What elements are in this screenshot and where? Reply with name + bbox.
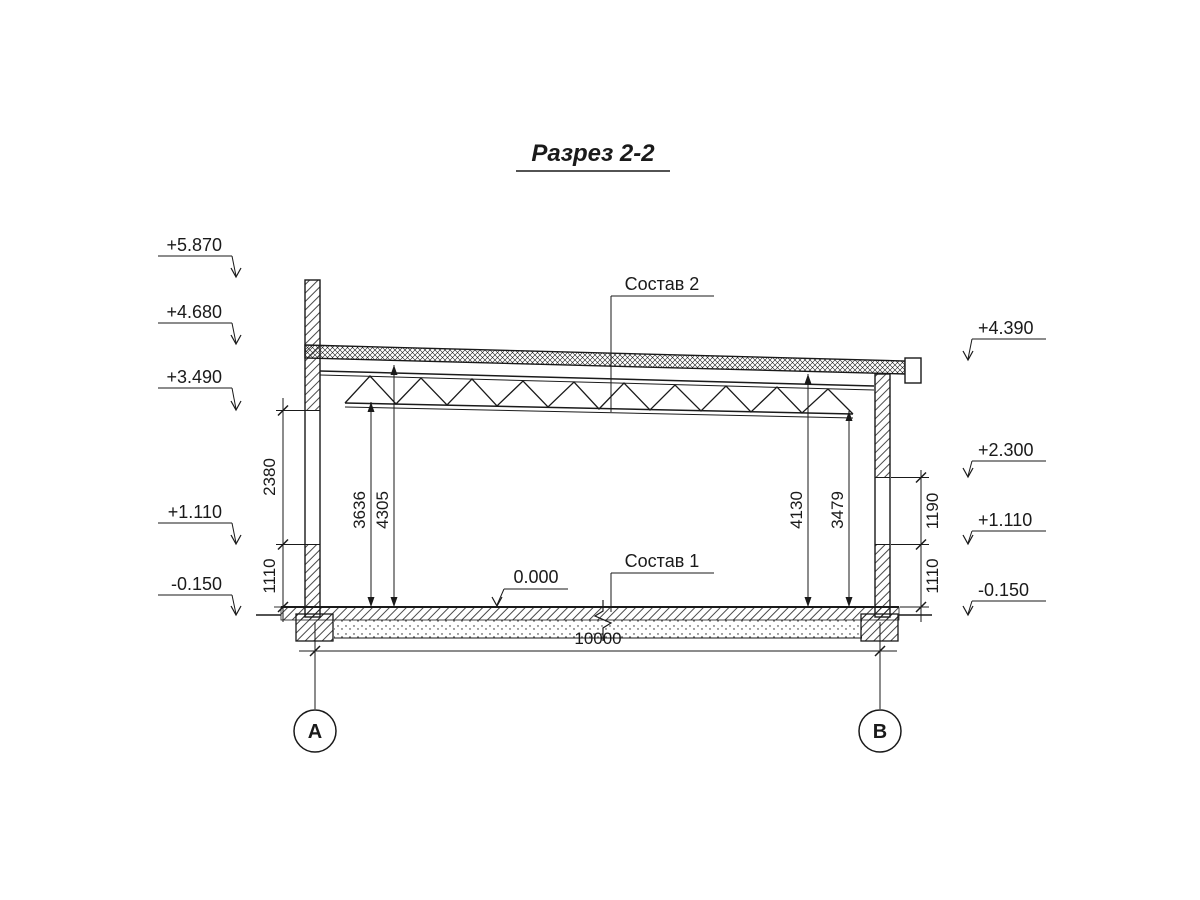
floor-screed-band [280, 606, 900, 621]
span-value: 10000 [574, 629, 621, 648]
axis-marker-right: В [858, 709, 902, 753]
elevation-mark-left-3: +1.110 [158, 502, 242, 546]
dimension-value: 2380 [260, 458, 279, 496]
right-wall [874, 373, 891, 618]
dimension-chain-right: 1190 1110 [891, 470, 942, 622]
elevation-mark-left-1: +4.680 [158, 302, 242, 346]
level-arrow-icon [230, 400, 242, 412]
elevation-mark-right-0: +4.390 [962, 318, 1046, 362]
level-arrow-icon [230, 534, 242, 546]
dimension-interior-4130: 4130 [787, 374, 812, 607]
level-arrow-icon [962, 350, 974, 362]
elevation-value: +3.490 [166, 367, 222, 387]
zero-level-value: 0.000 [513, 567, 558, 587]
elevation-value: +4.390 [978, 318, 1034, 338]
dim-tick [915, 538, 927, 551]
zero-level-mark: 0.000 [491, 567, 568, 608]
elevation-mark-left-0: +5.870 [158, 235, 242, 279]
level-arrow-icon [962, 605, 974, 617]
dimension-value: 1110 [260, 558, 279, 593]
level-arrow-icon [230, 334, 242, 346]
roof-composition-label: Состав 2 [625, 274, 700, 294]
dimension-interior-4305: 4305 [373, 365, 398, 607]
axis-marker-left: А [293, 709, 337, 753]
left-wall [304, 279, 321, 618]
elevation-value: -0.150 [171, 574, 222, 594]
dimension-value: 4130 [787, 491, 806, 529]
dimension-value: 1190 [923, 493, 942, 530]
break-mark [593, 600, 613, 641]
roof-truss [319, 370, 875, 419]
truss-top-chord [319, 370, 875, 387]
roof-assembly [304, 344, 922, 384]
roof-edge-fascia [904, 357, 922, 384]
dim-tick [277, 538, 289, 551]
sand-bed [334, 620, 862, 638]
drawing-header: Разрез 2-2 [516, 140, 670, 172]
elevation-value: +1.110 [168, 502, 222, 522]
label-roof-composition: Состав 2 [610, 274, 714, 412]
label-floor-composition: Состав 1 [610, 551, 714, 612]
elevation-mark-right-2: +1.110 [962, 510, 1046, 546]
dimension-interior-3636: 3636 [350, 402, 375, 607]
elevation-value: +1.110 [978, 510, 1032, 530]
page-title: Разрез 2-2 [531, 140, 655, 167]
elevation-value: +2.300 [978, 440, 1034, 460]
level-arrow-icon [491, 596, 503, 608]
dim-tick [277, 601, 289, 613]
axis-letter: А [308, 721, 322, 743]
axis-circle [293, 709, 337, 753]
dimension-value: 3636 [350, 491, 369, 529]
axis-letter: В [873, 721, 887, 743]
axis-circle [858, 709, 902, 753]
dimension-value: 1110 [923, 558, 942, 593]
elevation-mark-right-3: -0.150 [962, 580, 1046, 617]
dimension-span: 10000 [299, 622, 897, 709]
dimension-interior-3479: 3479 [828, 411, 853, 607]
level-arrow-icon [230, 267, 242, 279]
elevation-value: +4.680 [166, 302, 222, 322]
dimension-chain-left: 2380 1110 [260, 398, 306, 622]
dim-tick [915, 601, 927, 613]
elevation-mark-left-4: -0.150 [158, 574, 242, 617]
dimension-value: 3479 [828, 491, 847, 529]
level-arrow-icon [230, 605, 242, 617]
dimension-value: 4305 [373, 491, 392, 529]
floor-slab [256, 600, 932, 642]
dim-tick [915, 471, 927, 484]
truss-web-zigzag [344, 375, 854, 415]
dim-tick [277, 404, 289, 417]
elevation-value: +5.870 [166, 235, 222, 255]
level-arrow-icon [962, 467, 974, 479]
dim-tick [874, 645, 886, 657]
level-arrow-icon [962, 534, 974, 546]
elevation-value: -0.150 [978, 580, 1029, 600]
elevation-mark-left-2: +3.490 [158, 367, 242, 412]
floor-composition-label: Состав 1 [625, 551, 700, 571]
elevation-mark-right-1: +2.300 [962, 440, 1046, 479]
dim-tick [309, 645, 321, 657]
